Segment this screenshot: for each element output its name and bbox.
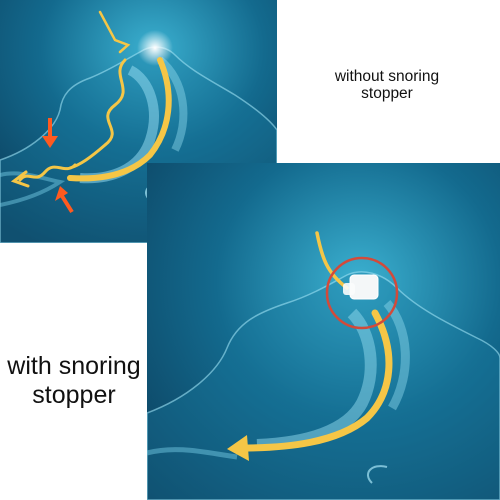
airflow-turbulent <box>68 58 127 170</box>
trachea <box>0 171 66 207</box>
airflow-arrowhead <box>10 170 30 188</box>
caption-with-stopper: with snoring stopper <box>0 352 148 410</box>
illustration-with-stopper <box>147 163 500 500</box>
airflow-vibration <box>18 163 77 182</box>
caption-without-stopper: without snoring stopper <box>287 68 487 103</box>
airflow-main <box>67 57 172 182</box>
airway-illustration-open <box>147 163 500 500</box>
airflow-inlet <box>315 231 349 290</box>
palate-shape <box>157 56 188 152</box>
head-silhouette <box>147 271 500 500</box>
airflow-arrowhead <box>227 435 249 461</box>
highlight-ring <box>325 256 399 330</box>
caption-without-line-1: without snoring <box>334 68 440 85</box>
compress-arrow-top-head <box>42 136 58 148</box>
caption-with-line-1: with snoring <box>7 352 141 380</box>
ear-outline <box>367 465 388 484</box>
palate-shape <box>383 300 410 411</box>
nose-glow <box>137 30 173 66</box>
compress-arrow-bottom <box>60 194 74 214</box>
compress-arrow-bottom-head <box>55 186 68 201</box>
airflow-main <box>238 309 393 452</box>
airflow-inlet <box>98 10 131 54</box>
trachea <box>147 447 238 460</box>
panel-background <box>147 163 500 500</box>
caption-with-line-2: stopper <box>32 380 116 409</box>
device-nozzle <box>343 283 355 295</box>
airway-wall <box>256 308 377 451</box>
caption-without-line-2: stopper <box>361 85 413 103</box>
